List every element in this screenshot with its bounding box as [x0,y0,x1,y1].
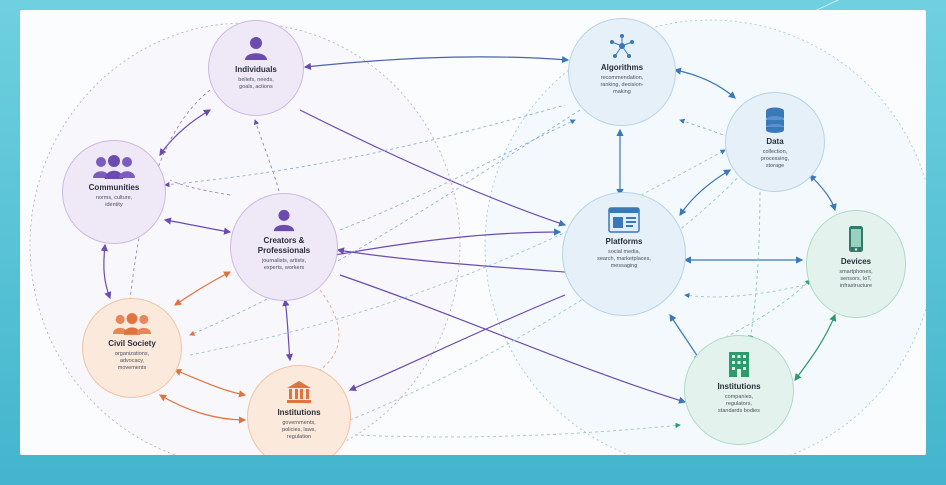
person-icon [243,35,269,61]
link-individuals-platforms [299,109,567,227]
node-subtitle: organizations, advocacy, movements [114,351,150,371]
dashed-creators-communities [169,179,231,196]
node-institutions-right[interactable]: Institutions companies, regulators, stan… [684,335,794,445]
dashed-individuals-creators [253,119,281,196]
node-title: Data [766,137,784,146]
dashed-civil-data [189,149,726,356]
link-devices-institutions-right [794,313,837,381]
node-subtitle: recommendation, ranking, decision- makin… [600,75,644,95]
dashed-institutions-devices [719,279,811,341]
link-creators-institutions-right [339,274,687,404]
link-communities-civil [100,243,112,300]
database-icon [765,107,785,133]
node-title: Individuals [235,65,277,74]
node-subtitle: beliefs, needs, goals, actions [238,77,274,90]
browser-window-icon [608,207,640,233]
link-platforms-institutions-left [348,294,566,391]
link-creators-institutions [282,298,293,362]
node-title: Algorithms [600,63,644,72]
link-civil-institutions [173,368,247,398]
dashed-algorithms-civil [189,109,581,336]
building-icon [727,350,751,378]
dashed-communities-algorithms [164,104,566,188]
institution-icon [285,380,313,404]
link-algorithms-data [673,67,736,99]
node-title: Civil Society [108,339,156,348]
node-individuals[interactable]: Individuals beliefs, needs, goals, actio… [208,20,304,116]
dashed-data-institutions [748,179,761,341]
link-communities-creators [163,217,232,235]
diagram-canvas: Individuals beliefs, needs, goals, actio… [20,10,926,455]
link-individuals-communities [159,109,212,156]
node-creators-professionals[interactable]: Creators & Professionals journalists, ar… [230,193,338,301]
link-institutions-civil-low [158,394,247,424]
network-icon [608,33,636,59]
node-title: Creators & Professionals [257,236,311,255]
link-creators-platforms [334,228,562,256]
node-algorithms[interactable]: Algorithms recommendation, ranking, deci… [568,18,676,126]
node-subtitle: norms, culture, identity [95,195,133,208]
node-subtitle: journalists, artists, experts, workers [261,258,306,271]
node-subtitle: smartphones, sensors, IoT, infrastructur… [839,269,873,289]
node-devices[interactable]: Devices smartphones, sensors, IoT, infra… [806,210,906,318]
link-individuals-algorithms [303,55,570,70]
node-subtitle: companies, regulators, standards bodies [718,394,760,414]
dashed-institutions-institutions [354,422,681,438]
node-subtitle: governments, policies, laws, regulation [282,420,316,440]
link-data-platforms [679,169,732,216]
dashed-creators-institutions-curve [319,289,340,371]
node-title: Platforms [605,237,643,246]
node-title: Devices [840,257,872,266]
node-title: Institutions [717,382,761,391]
node-institutions-left[interactable]: Institutions governments, policies, laws… [247,365,351,455]
node-subtitle: social media, search, marketplaces, mess… [597,249,651,269]
node-platforms[interactable]: Platforms social media, search, marketpl… [562,192,686,316]
smartphone-icon [848,225,864,253]
node-title: Communities [88,183,140,192]
node-civil-society[interactable]: Civil Society organizations, advocacy, m… [82,298,182,398]
node-title: Institutions [277,408,321,417]
link-platforms-creators [336,247,566,273]
dashed-institutions-data [349,169,746,421]
group-icon [112,313,152,335]
dashed-devices-platforms [684,284,806,299]
link-creators-civil [174,271,232,306]
node-communities[interactable]: Communities norms, culture, identity [62,140,166,244]
node-data[interactable]: Data collection, processing, storage [725,92,825,192]
person-icon [272,208,296,232]
link-data-devices [809,174,837,212]
node-subtitle: collection, processing, storage [760,149,790,169]
group-icon [92,155,136,179]
